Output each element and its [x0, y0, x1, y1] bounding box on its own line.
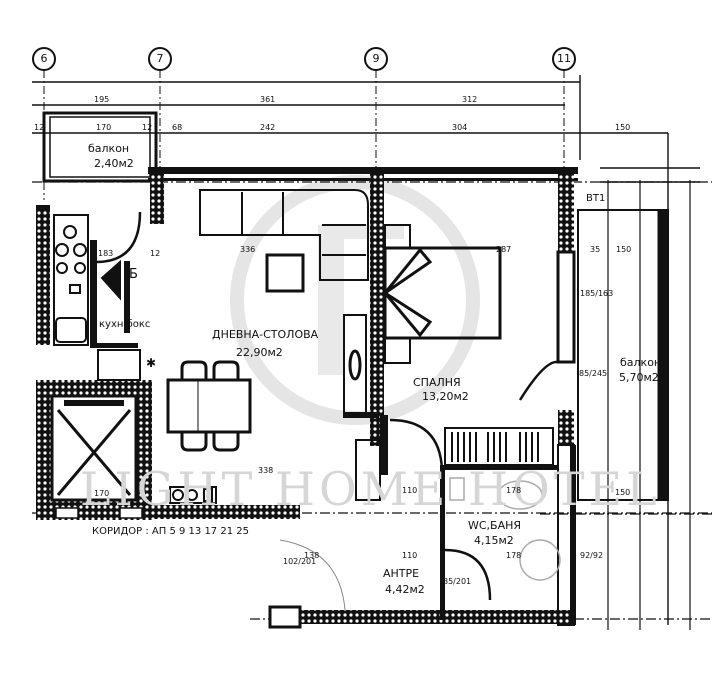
coffee-table-icon — [265, 253, 305, 293]
axis-7-icon — [148, 47, 172, 71]
meter-box-icon — [169, 486, 217, 504]
kitchen-fixtures — [53, 214, 141, 381]
tv-stand-icon — [343, 314, 367, 416]
axis-11-icon — [552, 47, 576, 71]
doors — [95, 211, 559, 611]
axis-6-icon — [32, 47, 56, 71]
balcony-right — [577, 180, 691, 630]
axis-9-icon — [364, 47, 388, 71]
sofa-icon — [199, 189, 369, 281]
bed-icon — [383, 224, 502, 364]
wardrobe-hangers — [451, 432, 539, 462]
watermark-text: LIGHT HOME HOTEL — [80, 462, 661, 516]
walls — [36, 167, 578, 629]
dining-set-icon — [166, 360, 252, 452]
watermark-logo — [230, 175, 480, 425]
balcony-left — [42, 111, 158, 183]
bath-fixtures — [449, 477, 561, 581]
axis-markers — [32, 47, 576, 71]
